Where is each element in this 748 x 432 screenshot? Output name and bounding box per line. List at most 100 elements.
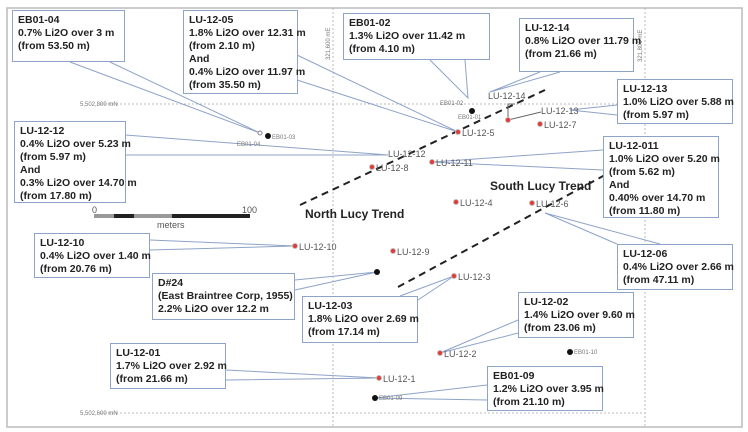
callout-line: (from 5.97 m) [20, 151, 86, 163]
callout-line: And [20, 164, 41, 176]
callout-line: 0.7% Li2O over 3 m [18, 27, 115, 39]
hole-label: EB01-09 [379, 396, 403, 402]
hole-label: LU-12-13 [541, 106, 579, 116]
callout-line: 2.2% Li2O over 12.2 m [158, 303, 269, 315]
drill-hole-marker [374, 269, 380, 275]
scale-bar: 0 100 meters [92, 205, 257, 230]
callout-line: (from 4.10 m) [349, 43, 415, 55]
callout-line: (from 35.50 m) [189, 79, 261, 91]
callout-title: D#24 [158, 277, 184, 289]
hole-label: LU-12-3 [458, 272, 491, 282]
grid-label-north-top: 5,502,800 mN [80, 102, 118, 108]
callout-line: (from 17.14 m) [308, 326, 380, 338]
callout-title: LU-12-10 [40, 237, 85, 249]
callout-line: (from 53.50 m) [18, 40, 90, 52]
callout-line: (from 20.76 m) [40, 263, 112, 275]
hole-label: EB01-02 [440, 101, 464, 107]
callout-line: (from 11.80 m) [609, 205, 681, 217]
callout-line: 1.3% Li2O over 11.42 m [349, 30, 466, 42]
callout-line: (from 47.11 m) [623, 274, 695, 286]
hole-label: LU-12-8 [376, 163, 409, 173]
grid-label-east-left: 321,600 mE [326, 28, 332, 60]
callout-line: (East Braintree Corp, 1955) [158, 290, 293, 302]
callout-line: 0.4% Li2O over 5.23 m [20, 138, 131, 150]
scale-unit: meters [157, 220, 185, 230]
callout-line: And [609, 179, 630, 191]
callout-title: LU-12-011 [609, 140, 659, 152]
callout-line: And [189, 53, 210, 65]
south-trend-line [397, 174, 606, 288]
callout-line: 1.8% Li2O over 2.69 m [308, 313, 419, 325]
hole-label: EB01-10 [574, 350, 598, 356]
hole-label: LU-12-6 [536, 199, 569, 209]
callout-line: 0.8% Li2O over 11.79 m [525, 35, 642, 47]
north-trend-label: North Lucy Trend [305, 207, 404, 221]
drill-hole-marker [257, 130, 263, 136]
drill-hole-marker [469, 108, 475, 114]
grid-label-east-right: 321,800 mE [638, 30, 644, 62]
callout-line: (from 21.10 m) [493, 396, 565, 408]
callout-title: LU-12-14 [525, 22, 570, 34]
callout-line: (from 21.66 m) [525, 48, 597, 60]
callout-line: 0.4% Li2O over 1.40 m [40, 250, 151, 262]
callout-line: 1.4% Li2O over 9.60 m [524, 309, 635, 321]
callout-line: (from 17.80 m) [20, 190, 92, 202]
callout-line: 0.4% Li2O over 11.97 m [189, 66, 306, 78]
drill-hole-marker [265, 133, 271, 139]
north-trend-line [299, 89, 546, 206]
drill-hole-marker [372, 395, 378, 401]
callout-title: EB01-09 [493, 370, 535, 382]
scale-start: 0 [92, 205, 97, 215]
callout-line: 1.7% Li2O over 2.92 m [116, 360, 227, 372]
callout-line: (from 21.66 m) [116, 373, 188, 385]
hole-label: EB01-03 [272, 135, 296, 141]
callout-line: 1.0% Li2O over 5.20 m [609, 153, 720, 165]
callout-line: 1.2% Li2O over 3.95 m [493, 383, 604, 395]
hole-label: LU-12-14 [488, 91, 526, 101]
callout-title: LU-12-06 [623, 248, 668, 260]
hole-label: EB01-04 [237, 142, 261, 148]
callout-line: (from 5.62 m) [609, 166, 675, 178]
callout-title: EB01-02 [349, 17, 391, 29]
callout-title: LU-12-02 [524, 296, 569, 308]
hole-label: LU-12-5 [462, 128, 495, 138]
callout-title: LU-12-13 [623, 83, 668, 95]
callout-title: LU-12-05 [189, 14, 234, 26]
hole-label: LU-12-11 [436, 158, 473, 168]
hole-labels: EB01-03 EB01-04 EB01-02 EB01-01 LU-12-5 … [237, 91, 598, 402]
callout-title: LU-12-12 [20, 125, 65, 137]
callout-line: 0.40% over 14.70 m [609, 192, 706, 204]
callout-line: 1.8% Li2O over 12.31 m [189, 27, 306, 39]
callout-line: 0.3% Li2O over 14.70 m [20, 177, 137, 189]
hole-label: LU-12-10 [299, 242, 337, 252]
drill-hole-marker [567, 349, 573, 355]
callout-line: 0.4% Li2O over 2.66 m [623, 261, 734, 273]
callout-d24: D#24(East Braintree Corp, 1955)2.2% Li2O… [152, 273, 295, 320]
callout-line: (from 5.97 m) [623, 109, 689, 121]
grid-label-north-bottom: 5,502,600 mN [80, 411, 118, 417]
callout-line: (from 23.06 m) [524, 322, 596, 334]
drill-holes [257, 108, 573, 401]
callout-title: LU-12-01 [116, 347, 161, 359]
callout-line: 1.0% Li2O over 5.88 m [623, 96, 734, 108]
callout-title: EB01-04 [18, 14, 60, 26]
south-trend-label: South Lucy Trend [490, 179, 591, 193]
scale-end: 100 [242, 205, 257, 215]
hole-label: LU-12-1 [383, 374, 416, 384]
hole-label: EB01-01 [458, 115, 482, 121]
hole-label: LU-12-7 [544, 120, 577, 130]
callout-title: LU-12-03 [308, 300, 353, 312]
